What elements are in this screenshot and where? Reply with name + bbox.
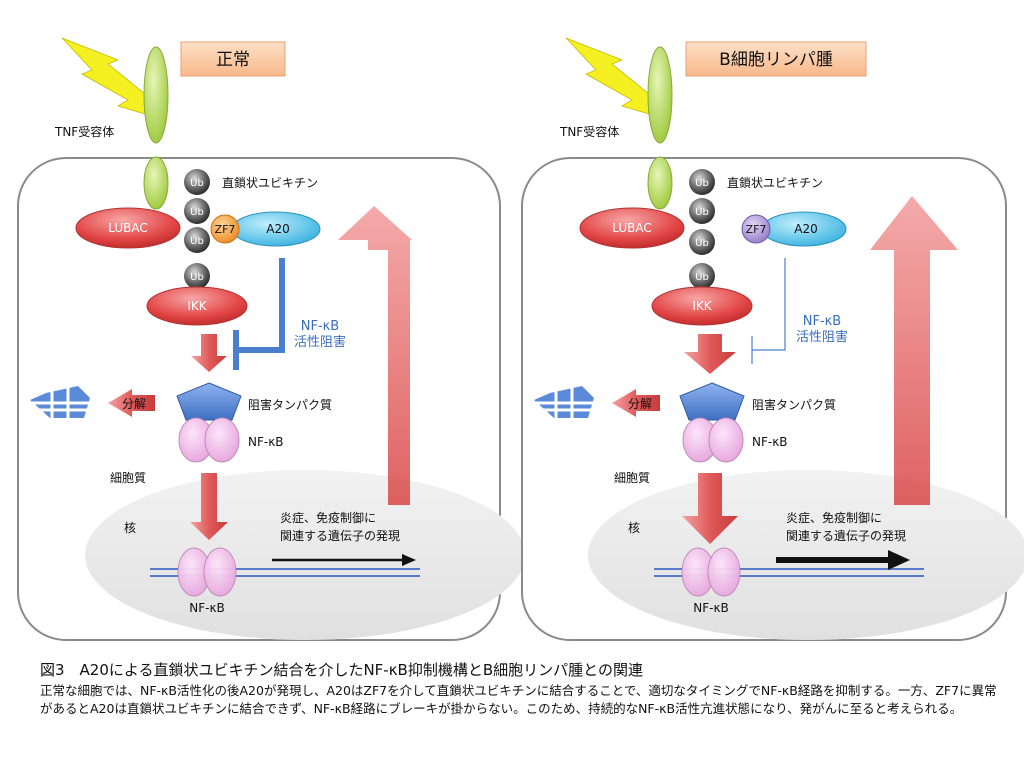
translocation-arrow (190, 473, 228, 540)
inhibitor-protein-label: 阻害タンパク質 (248, 397, 332, 412)
a20-label: A20 (794, 222, 817, 236)
degradation-label: 分解 (628, 397, 652, 411)
zf7-domain-mutant (741, 214, 771, 244)
tnf-receptor-label: TNF受容体 (559, 124, 619, 139)
tnf-receptor-upper (143, 46, 169, 144)
degradation-arrow (108, 389, 155, 417)
panel-title: B細胞リンパ腫 (719, 50, 833, 70)
nfkb-inhibit-label-line2: 活性阻害 (796, 329, 848, 345)
cytoplasm-label: 細胞質 (614, 470, 650, 485)
lubac-complex (579, 207, 685, 249)
cytoplasm-label: 細胞質 (110, 470, 146, 485)
zf7-domain-normal (210, 214, 240, 244)
feedback-arrow (338, 206, 412, 505)
panel-title-box (685, 41, 867, 77)
panel-title-box (180, 41, 286, 77)
nfkb-label: NF-κB (248, 435, 284, 449)
nfkb-inhibit-label-line2: 活性阻害 (294, 334, 346, 350)
panel-normal: 正常 TNF受容体 LUBAC Ub Ub Ub Ub 直鎖状ユビキチン A20… (17, 37, 525, 641)
ubiquitin-label: Ub (695, 238, 709, 249)
nfkb-inhibit-label-line1: NF-κB (301, 319, 339, 334)
ubiquitin-3 (184, 227, 210, 253)
ubiquitin-1 (689, 169, 715, 195)
degradation-label: 分解 (122, 397, 146, 411)
nucleus-label: 核 (628, 521, 640, 535)
ubiquitin-1 (184, 169, 210, 195)
feedback-arrow-strong (870, 196, 958, 505)
nfkb-inhibit-label-line1: NF-κB (803, 314, 841, 329)
nfkb-nucleus-label: NF-κB (189, 601, 225, 615)
nfkb-nucleus-label: NF-κB (693, 601, 729, 615)
ubiquitin-label: Ub (190, 236, 204, 247)
ubiquitin-label: Ub (190, 207, 204, 218)
inhibitor-protein (176, 382, 242, 421)
linear-ubiquitin-label: 直鎖状ユビキチン (222, 175, 318, 190)
inhibitor-protein-label: 阻害タンパク質 (752, 397, 836, 412)
caption-body: 正常な細胞では、NF-κB活性化の後A20が発現し、A20はZF7を介して直鎖状… (40, 683, 997, 716)
nfkb-subunit-right (708, 417, 744, 463)
nfkb-nuclear-right (203, 547, 237, 597)
nucleus-region (85, 470, 525, 640)
expression-arrow-head (888, 550, 910, 570)
inhibitor-protein (679, 382, 745, 421)
caption-title: 図3 A20による直鎖状ユビキチン結合を介したNF-κB抑制機構とB細胞リンパ腫… (40, 661, 643, 679)
ubiquitin-label: Ub (695, 272, 709, 283)
degradation-arrow (612, 389, 660, 417)
nfkb-subunit-right (204, 417, 240, 463)
zf7-label: ZF7 (215, 223, 236, 236)
translocation-arrow-strong (682, 473, 738, 544)
nfkb-nuclear-right (707, 547, 741, 597)
lubac-complex (75, 207, 181, 249)
ubiquitin-2 (184, 198, 210, 224)
ikk-complex (146, 286, 248, 326)
ikk-label: IKK (187, 299, 207, 313)
linear-ubiquitin-chain: Ub Ub Ub Ub (184, 169, 210, 289)
linear-ubiquitin-chain: Ub Ub Ub Ub (689, 169, 715, 289)
lubac-label: LUBAC (108, 221, 147, 235)
inhibition-line-weak (752, 258, 786, 351)
a20-label: A20 (266, 222, 289, 236)
ubiquitin-4 (689, 263, 715, 289)
panel-title: 正常 (216, 50, 250, 70)
ubiquitin-2 (689, 198, 715, 224)
tnf-receptor-label: TNF受容体 (54, 124, 114, 139)
tnf-receptor-lower (647, 156, 673, 210)
expression-arrow-head (402, 554, 416, 566)
inhibition-line (236, 258, 285, 353)
nucleus-region (588, 470, 1024, 640)
genes-label-line1: 炎症、免疫制御に (280, 510, 376, 525)
linear-ubiquitin-label: 直鎖状ユビキチン (727, 175, 823, 190)
degraded-fragments-icon (534, 385, 596, 420)
genes-label-line2: 関連する遺伝子の発現 (280, 528, 400, 543)
diagram-canvas: 正常 TNF受容体 LUBAC Ub Ub Ub Ub 直鎖状ユビキチン A20… (17, 37, 1024, 641)
ubiquitin-label: Ub (190, 178, 204, 189)
activation-arrow-strong (684, 334, 736, 374)
figure-caption: 図3 A20による直鎖状ユビキチン結合を介したNF-κB抑制機構とB細胞リンパ腫… (40, 660, 1000, 718)
ubiquitin-4 (184, 263, 210, 289)
ubiquitin-3 (689, 229, 715, 255)
zf7-label: ZF7 (746, 223, 767, 236)
activation-arrow (191, 334, 227, 372)
genes-label-line2: 関連する遺伝子の発現 (786, 528, 906, 543)
ubiquitin-label: Ub (695, 178, 709, 189)
tnf-receptor-lower (143, 156, 169, 210)
ikk-complex (651, 286, 753, 326)
genes-label-line1: 炎症、免疫制御に (786, 510, 882, 525)
nfkb-label: NF-κB (752, 435, 788, 449)
ubiquitin-label: Ub (695, 207, 709, 218)
ikk-label: IKK (692, 299, 712, 313)
panel-b-cell-lymphoma: B細胞リンパ腫 TNF受容体 LUBAC Ub Ub Ub Ub 直鎖状ユビキチ… (521, 37, 1024, 641)
tnf-receptor-upper (647, 46, 673, 144)
degraded-fragments-icon (30, 385, 92, 420)
ubiquitin-label: Ub (190, 272, 204, 283)
nucleus-label: 核 (124, 521, 136, 535)
lubac-label: LUBAC (612, 221, 651, 235)
